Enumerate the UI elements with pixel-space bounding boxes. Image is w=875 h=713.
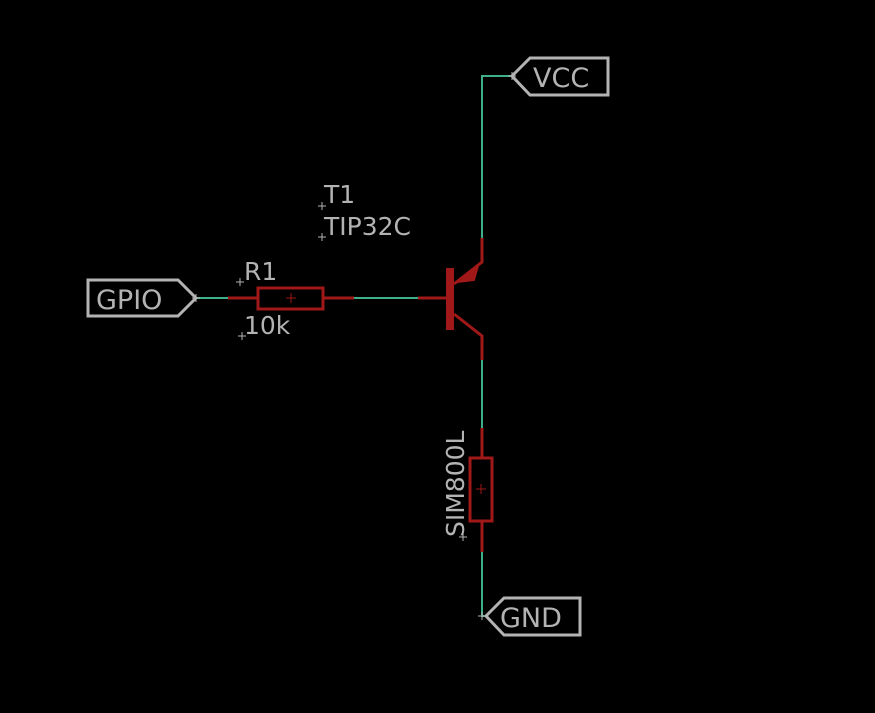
transistor-t1[interactable]	[418, 238, 484, 360]
gpio-port-outline	[86, 278, 199, 318]
vcc-port-outline	[509, 56, 610, 97]
gpio-port-label: GPIO	[96, 285, 162, 316]
resistor-r1[interactable]	[228, 286, 354, 311]
load-origin	[476, 484, 486, 494]
vcc-port-label: VCC	[533, 63, 589, 94]
transistor-value-anchor	[318, 233, 326, 241]
wire-vcc-to-emitter[interactable]	[481, 75, 512, 238]
load-value-label: SIM800L	[441, 430, 470, 537]
gnd-port[interactable]: GND	[478, 596, 582, 637]
vcc-port[interactable]: VCC	[508, 56, 610, 97]
gnd-port-label: GND	[500, 603, 562, 634]
transistor-collector-lead	[453, 312, 484, 360]
resistor-value-anchor	[238, 332, 246, 340]
resistor-r1-origin	[286, 293, 296, 303]
transistor-emitter-arrow-icon	[454, 263, 480, 284]
gpio-port[interactable]: GPIO	[86, 278, 200, 318]
resistor-name-anchor	[236, 278, 244, 286]
transistor-name-label: T1	[323, 180, 355, 209]
load-sim800l[interactable]	[468, 428, 494, 552]
gnd-port-anchor	[478, 612, 486, 620]
transistor-name-anchor	[318, 202, 326, 210]
wire-load-to-gnd[interactable]	[481, 552, 486, 617]
resistor-value-label: 10k	[244, 311, 291, 340]
gnd-port-outline	[483, 596, 582, 637]
load-value-anchor	[459, 533, 467, 541]
vcc-port-anchor	[508, 72, 516, 80]
gpio-port-anchor	[192, 294, 200, 302]
resistor-name-label: R1	[244, 257, 277, 286]
transistor-value-label: TIP32C	[323, 212, 411, 241]
